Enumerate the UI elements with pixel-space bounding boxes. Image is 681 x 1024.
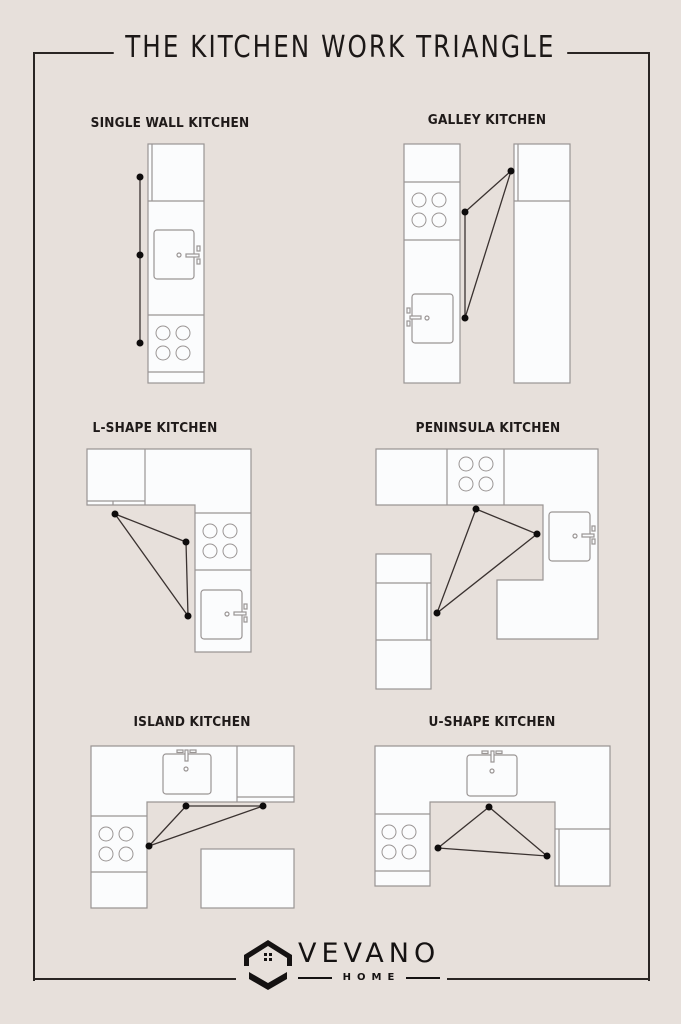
faucet-icon (233, 611, 247, 616)
node-dot (543, 852, 551, 860)
sink-drain-icon (572, 533, 578, 539)
l-counter (90, 745, 295, 909)
left-counter (403, 143, 461, 384)
faucet-handle-icon (196, 245, 201, 252)
label-galley: GALLEY KITCHEN (427, 113, 547, 128)
page-title: THE KITCHEN WORK TRIANGLE (113, 30, 568, 65)
node-dot (136, 339, 144, 347)
node-dot (182, 538, 190, 546)
fridge-stack (375, 553, 432, 690)
brand-rule-left (298, 976, 332, 979)
faucet-handle-icon (196, 258, 201, 265)
faucet-handle-icon (189, 749, 197, 754)
faucet-handle-icon (591, 538, 596, 545)
island-work-triangle (148, 805, 264, 847)
label-single-wall: SINGLE WALL KITCHEN (90, 116, 250, 131)
faucet-handle-icon (591, 525, 596, 532)
sink-drain-icon (183, 766, 189, 772)
node-dot (485, 803, 493, 811)
galley-work-triangle (464, 168, 513, 319)
node-dot (136, 173, 144, 181)
faucet-handle-icon (406, 307, 411, 314)
brand-sub-text: HOME (342, 972, 401, 983)
node-dot (533, 530, 541, 538)
right-counter (513, 143, 571, 384)
node-dot (434, 844, 442, 852)
brand-rule-right (406, 976, 440, 979)
peninsula-kitchen (375, 448, 599, 690)
galley-kitchen (403, 143, 571, 384)
brand-sub: HOME (298, 972, 440, 983)
island-block (200, 848, 295, 909)
sink-drain-icon (424, 315, 430, 321)
node-dot (145, 842, 153, 850)
u-shape-work-triangle (436, 806, 549, 857)
l-shape-work-triangle (113, 512, 189, 619)
faucet-icon (184, 749, 189, 762)
peninsula-counter (375, 448, 599, 640)
label-u-shape: U-SHAPE KITCHEN (428, 715, 556, 730)
peninsula-work-triangle (435, 508, 539, 615)
house-hexagon-icon (244, 940, 292, 990)
label-l-shape: L-SHAPE KITCHEN (92, 421, 218, 436)
triangle-nodes (111, 167, 551, 860)
node-dot (182, 802, 190, 810)
faucet-handle-icon (176, 749, 184, 754)
faucet-icon (490, 750, 495, 763)
faucet-icon (409, 315, 422, 320)
node-dot (461, 208, 469, 216)
frame-bottom-right (447, 978, 648, 980)
brand-name: VEVANO (298, 938, 441, 969)
faucet-handle-icon (406, 320, 411, 327)
node-dot (472, 505, 480, 513)
label-island: ISLAND KITCHEN (133, 715, 251, 730)
node-dot (507, 167, 515, 175)
faucet-icon (185, 253, 200, 258)
faucet-handle-icon (243, 616, 248, 623)
u-counter (374, 745, 611, 887)
single-wall-kitchen (147, 143, 205, 384)
faucet-handle-icon (495, 750, 503, 755)
node-dot (461, 314, 469, 322)
label-peninsula: PENINSULA KITCHEN (415, 421, 561, 436)
frame-bottom-left (33, 978, 236, 980)
u-shape-kitchen (374, 745, 611, 887)
node-dot (433, 609, 441, 617)
island-kitchen (90, 745, 295, 909)
sink-drain-icon (176, 252, 182, 258)
node-dot (136, 251, 144, 259)
node-dot (184, 612, 192, 620)
node-dot (259, 802, 267, 810)
sink-drain-icon (224, 611, 230, 617)
page-title-wrap: THE KITCHEN WORK TRIANGLE (0, 30, 681, 65)
faucet-handle-icon (243, 603, 248, 610)
l-shape-kitchen (86, 448, 252, 653)
sink-drain-icon (489, 768, 495, 774)
node-dot (111, 510, 119, 518)
faucet-icon (581, 533, 595, 538)
faucet-handle-icon (481, 750, 489, 755)
